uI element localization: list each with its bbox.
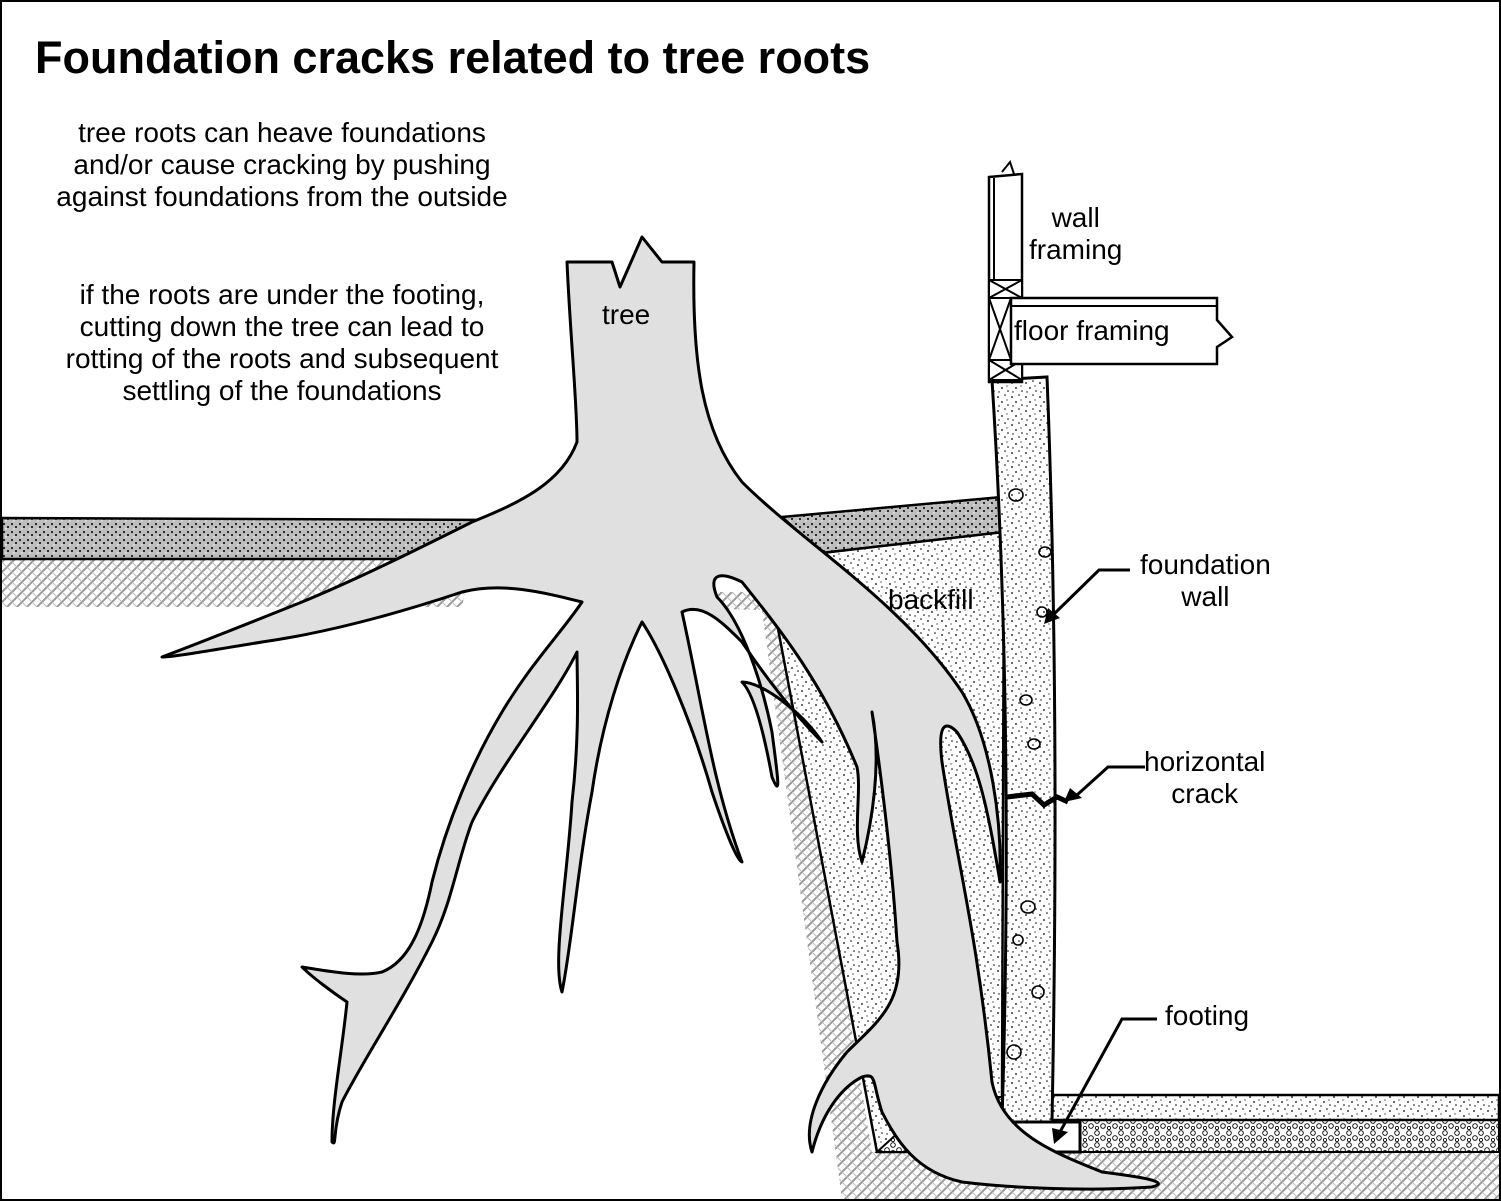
label-backfill: backfill xyxy=(888,584,974,615)
label-foundation-wall: foundation wall xyxy=(1140,549,1271,613)
label-wall-framing: wall framing xyxy=(1029,202,1122,266)
label-floor-framing: floor framing xyxy=(1014,315,1170,346)
label-tree: tree xyxy=(602,299,651,330)
label-wall-framing-line-2: framing xyxy=(1029,234,1123,265)
description-heave: tree roots can heave foundations and/or … xyxy=(56,117,508,212)
label-horizontal-crack: horizontal crack xyxy=(1144,746,1265,810)
label-foundation-wall-line-2: wall xyxy=(1181,581,1230,612)
label-foundation-wall-line-1: foundation xyxy=(1140,549,1271,580)
label-horizontal-crack-line-2: crack xyxy=(1171,778,1239,809)
label-horizontal-crack-line-1: horizontal xyxy=(1144,746,1266,777)
description-settling: if the roots are under the footing, cutt… xyxy=(65,279,499,406)
label-wall-framing-line-1: wall xyxy=(1051,202,1100,233)
page-title: Foundation cracks related to tree roots xyxy=(35,32,871,83)
label-footing: footing xyxy=(1165,1000,1250,1031)
